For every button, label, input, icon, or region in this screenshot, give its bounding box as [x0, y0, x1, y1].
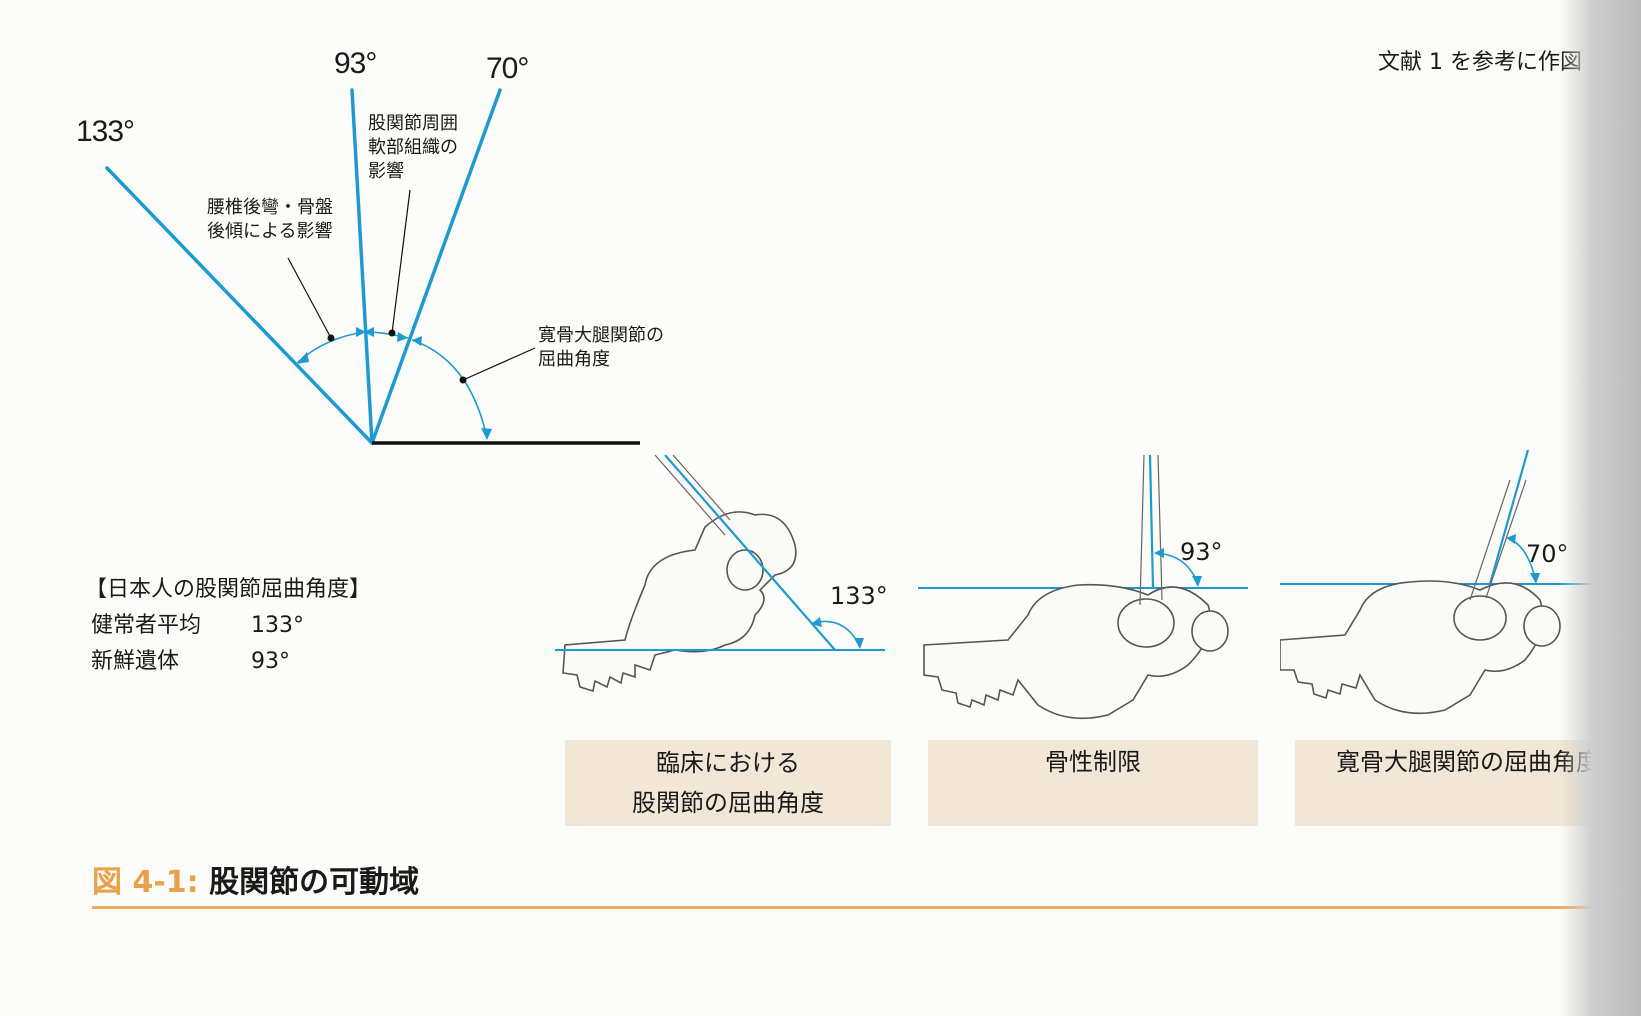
- figure-title: 図 4-1: 股関節の可動域: [92, 857, 419, 901]
- annotation-soft-tissue: 股関節周囲 軟部組織の 影響: [368, 113, 458, 182]
- figure-number: 図 4-1:: [92, 865, 199, 900]
- caption-bony: 骨性制限: [928, 740, 1258, 826]
- pelvis-illustration-femoroacetabular: [1280, 450, 1641, 715]
- page-edge-shadow: [1560, 0, 1641, 1016]
- line-70: [370, 88, 502, 445]
- figure-title-text: 股関節の可動域: [209, 865, 420, 900]
- japanese-rom-heading: 【日本人の股関節屈曲角度】: [85, 577, 372, 602]
- rom-row-label: 健常者平均: [91, 613, 202, 638]
- rom-row-value: 93°: [251, 649, 290, 674]
- annotation-lumbar: 腰椎後彎・骨盤 後傾による影響: [207, 197, 333, 242]
- caption-clinical: 臨床における 股関節の屈曲角度: [565, 740, 891, 826]
- pelvis-illustration-bony: [918, 455, 1248, 720]
- angle-label-133: 133°: [76, 115, 135, 148]
- panel-angle-clinical: 133°: [830, 582, 888, 610]
- caption-line: 股関節の屈曲角度: [632, 789, 824, 817]
- japanese-rom-row: 健常者平均 133°: [85, 608, 371, 644]
- caption-line: 骨性制限: [1045, 748, 1141, 776]
- japanese-rom-block: 【日本人の股関節屈曲角度】 健常者平均 133° 新鮮遺体 93°: [85, 572, 371, 680]
- angle-label-93: 93°: [334, 47, 377, 80]
- rom-row-value: 133°: [251, 613, 304, 638]
- japanese-rom-row: 新鮮遺体 93°: [85, 644, 371, 680]
- pelvis-illustration-clinical: [555, 455, 885, 693]
- annotation-hip-flexion: 寛骨大腿関節の 屈曲角度: [538, 325, 664, 370]
- rom-row-label: 新鮮遺体: [91, 649, 180, 674]
- line-133: [105, 166, 374, 445]
- caption-line: 臨床における: [656, 749, 800, 777]
- caption-line: 寛骨大腿関節の屈曲角度: [1336, 748, 1600, 776]
- panel-angle-bony: 93°: [1180, 538, 1223, 566]
- line-93: [350, 88, 374, 445]
- reference-note: 文献 1 を参考に作図: [1378, 50, 1582, 75]
- angle-label-70: 70°: [486, 52, 529, 85]
- title-rule: [92, 906, 1641, 909]
- arc-hip: [411, 339, 488, 439]
